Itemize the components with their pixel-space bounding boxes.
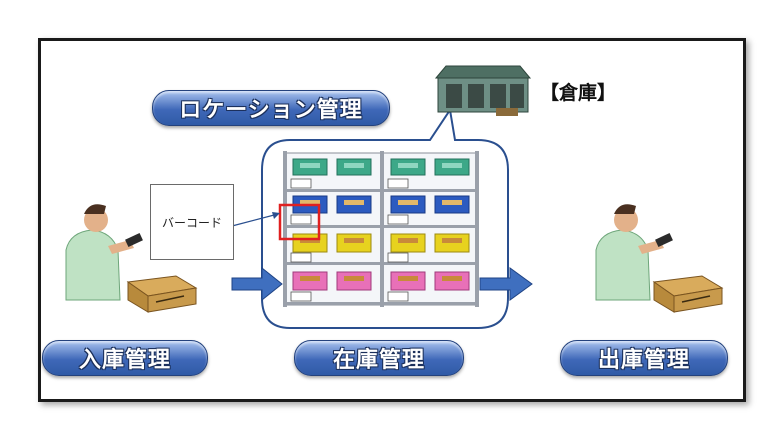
- highlighted-location-tag: [278, 203, 321, 241]
- shipping-management-label: 出庫管理: [560, 340, 728, 376]
- warehouse-icon: [434, 65, 532, 116]
- location-management-label: ロケーション管理: [152, 90, 390, 126]
- arrow-right-icon: [479, 267, 533, 301]
- barcode-pointer-line: [231, 213, 279, 227]
- cardboard-box-icon: [126, 275, 198, 313]
- crates-row-green: [292, 158, 470, 176]
- barcode-label: バーコード: [161, 215, 222, 230]
- crates-row-pink: [292, 271, 470, 291]
- cardboard-box-icon: [652, 275, 724, 313]
- worker-scanner-icon: [65, 204, 143, 301]
- barcode-pointer-arrowhead: [272, 212, 280, 219]
- warehouse-label: 【倉庫】: [540, 82, 617, 104]
- inventory-management-label: 在庫管理: [294, 340, 464, 376]
- worker-scanner-icon: [595, 204, 673, 301]
- arrow-right-icon: [231, 266, 283, 302]
- receiving-management-label: 入庫管理: [42, 340, 208, 376]
- barcode-callout: バーコード: [150, 184, 234, 260]
- barcode-tag-icon: [290, 178, 409, 302]
